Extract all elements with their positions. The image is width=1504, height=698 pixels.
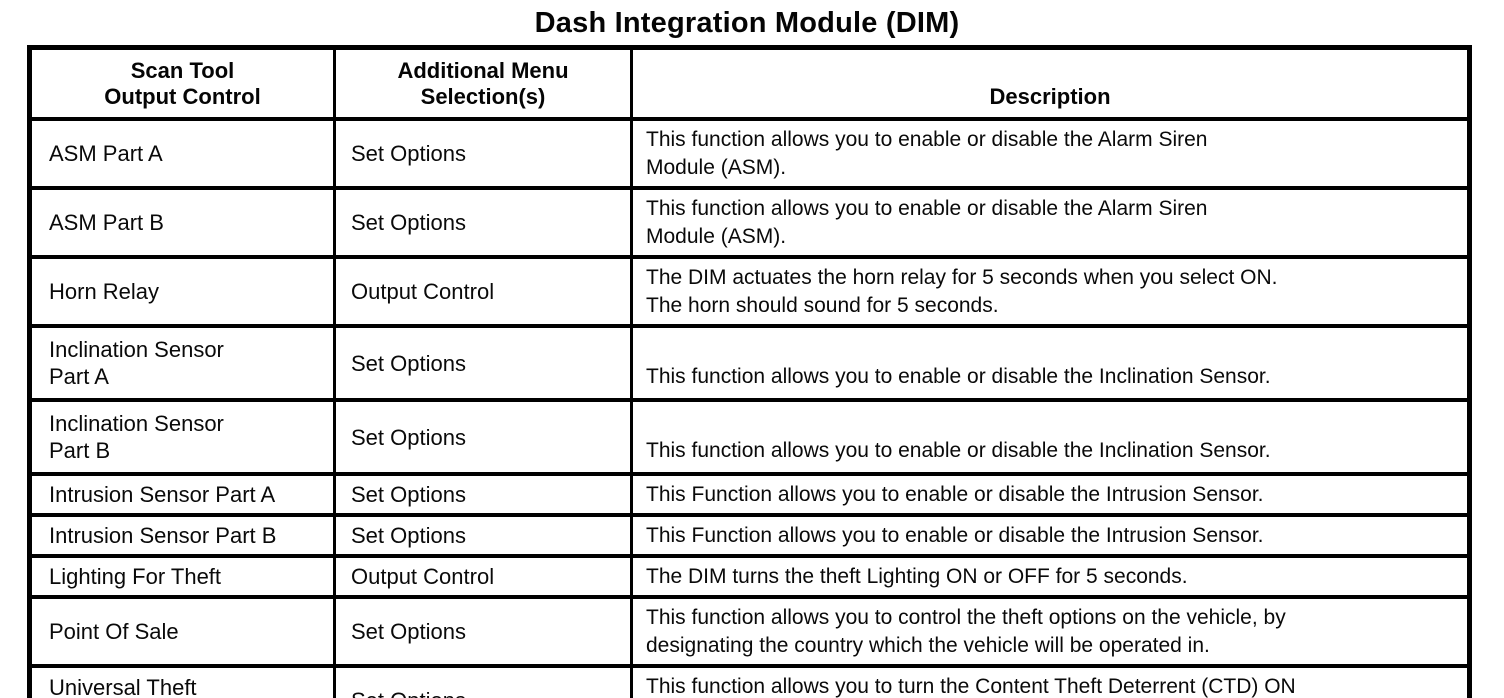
cell-menu-selection: Set Options xyxy=(333,472,633,517)
cell-description: This function allows you to enable or di… xyxy=(630,186,1471,259)
cell-output-control: ASM Part B xyxy=(28,186,336,259)
cell-menu-selection: Set Options xyxy=(333,595,633,668)
cell-output-control: Intrusion Sensor Part B xyxy=(28,513,336,558)
table-row: Intrusion Sensor Part B Set Options This… xyxy=(28,513,1471,558)
dim-output-control-table: Scan Tool Output Control Additional Menu… xyxy=(27,45,1472,698)
cell-menu-selection: Set Options xyxy=(333,186,633,259)
table-row: Intrusion Sensor Part A Set Options This… xyxy=(28,472,1471,517)
cell-menu-selection: Set Options xyxy=(333,324,633,402)
table-row: Point Of Sale Set Options This function … xyxy=(28,595,1471,668)
cell-output-control: Point Of Sale xyxy=(28,595,336,668)
page-title: Dash Integration Module (DIM) xyxy=(534,7,960,39)
header-scan-tool-output-control: Scan Tool Output Control xyxy=(28,45,336,121)
cell-output-control: Horn Relay xyxy=(28,255,336,328)
table-row: Lighting For Theft Output Control The DI… xyxy=(28,554,1471,599)
cell-menu-selection: Set Options xyxy=(333,117,633,190)
cell-menu-selection: Set Options xyxy=(333,664,633,698)
header-description: Description xyxy=(630,45,1471,121)
cell-description: This function allows you to enable or di… xyxy=(630,324,1471,402)
cell-output-control: Lighting For Theft xyxy=(28,554,336,599)
cell-description: This Function allows you to enable or di… xyxy=(630,513,1471,558)
cell-output-control: Intrusion Sensor Part A xyxy=(28,472,336,517)
cell-description: This function allows you to control the … xyxy=(630,595,1471,668)
cell-description: This function allows you to enable or di… xyxy=(630,398,1471,476)
cell-menu-selection: Output Control xyxy=(333,255,633,328)
table-row: Universal Theft Deterrent Set Options Th… xyxy=(28,664,1471,698)
document-page: Dash Integration Module (DIM) Scan Tool … xyxy=(0,7,1504,698)
cell-description: The DIM actuates the horn relay for 5 se… xyxy=(630,255,1471,328)
cell-output-control: Inclination Sensor Part B xyxy=(28,398,336,476)
cell-menu-selection: Set Options xyxy=(333,513,633,558)
table-row: Inclination Sensor Part A Set Options Th… xyxy=(28,324,1471,402)
table-row: Inclination Sensor Part B Set Options Th… xyxy=(28,398,1471,476)
cell-output-control: ASM Part A xyxy=(28,117,336,190)
cell-menu-selection: Set Options xyxy=(333,398,633,476)
header-row: Scan Tool Output Control Additional Menu… xyxy=(28,45,1471,121)
cell-description: The DIM turns the theft Lighting ON or O… xyxy=(630,554,1471,599)
header-additional-menu-selections: Additional Menu Selection(s) xyxy=(333,45,633,121)
cell-menu-selection: Output Control xyxy=(333,554,633,599)
cell-description: This function allows you to turn the Con… xyxy=(630,664,1471,698)
cell-description: This function allows you to enable or di… xyxy=(630,117,1471,190)
table-row: ASM Part A Set Options This function all… xyxy=(28,117,1471,190)
cell-description: This Function allows you to enable or di… xyxy=(630,472,1471,517)
table-row: ASM Part B Set Options This function all… xyxy=(28,186,1471,259)
cell-output-control: Universal Theft Deterrent xyxy=(28,664,336,698)
cell-output-control: Inclination Sensor Part A xyxy=(28,324,336,402)
table-row: Horn Relay Output Control The DIM actuat… xyxy=(28,255,1471,328)
